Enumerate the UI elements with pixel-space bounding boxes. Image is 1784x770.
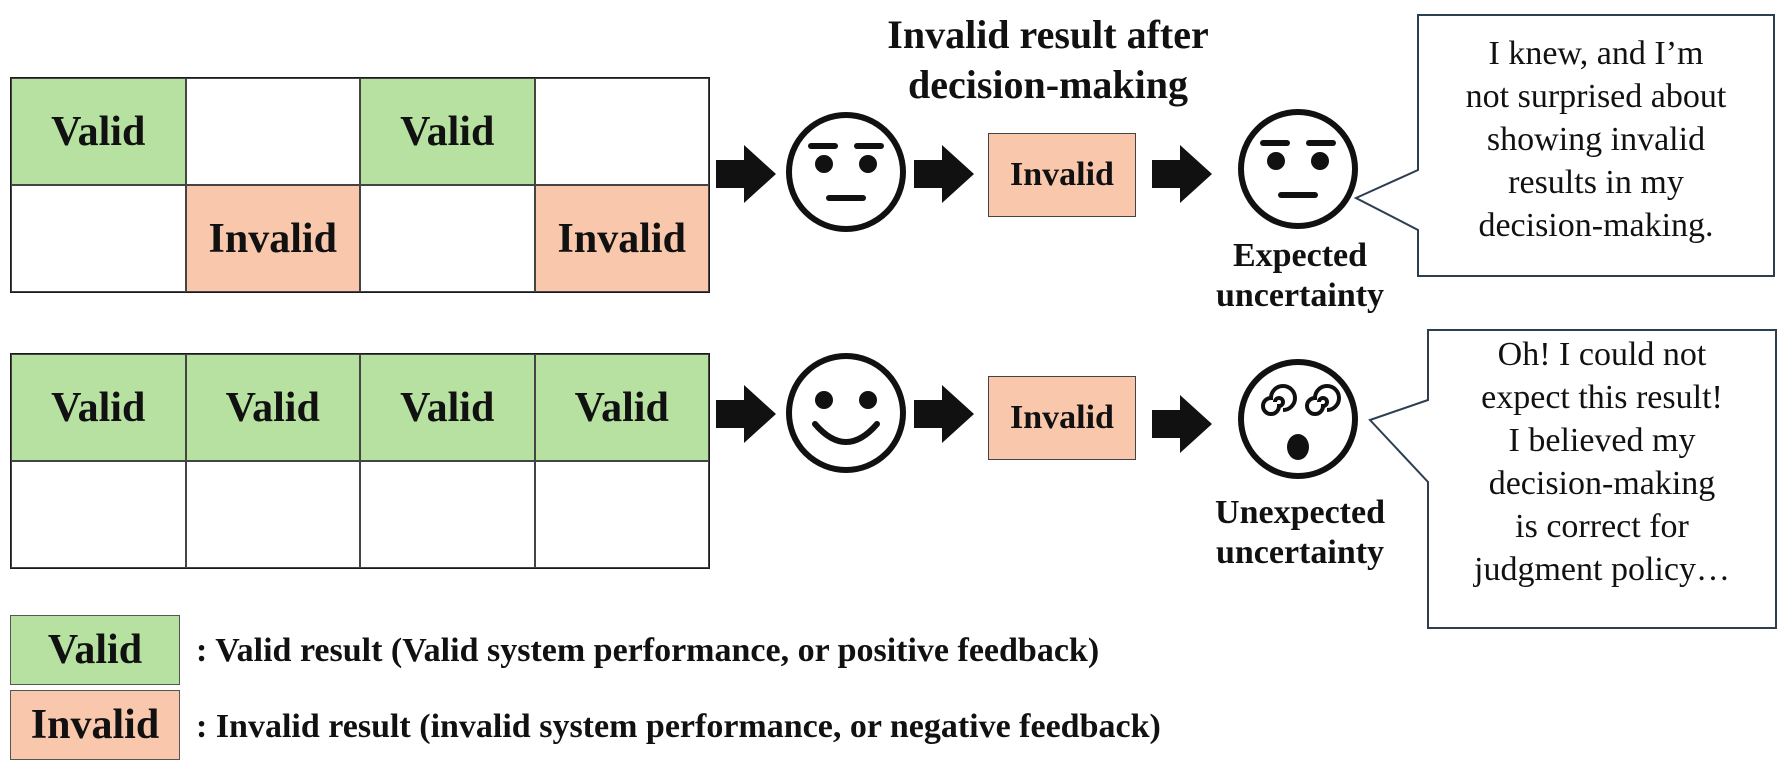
speech-bubble-top-text: I knew, and I’m not surprised about showin… <box>1420 32 1772 247</box>
result-invalid-box: Invalid <box>988 133 1136 217</box>
heading-text: Invalid result after decision-making <box>887 12 1209 107</box>
arrow-right-icon <box>1152 145 1212 203</box>
grid-cell-invalid: Invalid <box>534 185 709 292</box>
bubble-line: Oh! I could not <box>1497 336 1707 373</box>
bubble-line: expect this result! <box>1481 379 1723 416</box>
legend-valid-swatch: Valid <box>10 615 180 685</box>
neutral-face-icon <box>1238 109 1358 229</box>
grid-cell-valid: Valid <box>360 354 535 461</box>
result-invalid-box: Invalid <box>988 376 1136 460</box>
bubble-line: is correct for <box>1515 508 1689 545</box>
grid-cell-valid: Valid <box>11 354 186 461</box>
grid-cell-valid: Valid <box>360 78 535 185</box>
result-label: Invalid <box>1010 399 1114 436</box>
neutral-face-icon <box>786 112 906 232</box>
bubble-line: not surprised about <box>1465 78 1727 115</box>
grid-cell-valid: Valid <box>534 354 709 461</box>
speech-bubble-bottom-text: Oh! I could not expect this result! I beli… <box>1430 333 1774 591</box>
arrow-right-icon <box>1152 395 1212 453</box>
arrow-right-icon <box>716 385 776 443</box>
caption-text: Expected uncertainty <box>1215 237 1385 314</box>
legend-valid-label: Valid <box>47 627 143 673</box>
arrow-right-icon <box>716 145 776 203</box>
legend-invalid-label: Invalid <box>30 702 160 748</box>
speech-bubble-top <box>1353 14 1775 277</box>
caption-text: Unexpected uncertainty <box>1215 494 1385 571</box>
grid-cell-empty <box>11 185 186 292</box>
bubble-line: showing invalid <box>1486 121 1706 158</box>
grid-cell-valid: Valid <box>11 78 186 185</box>
grid-cell-invalid: Invalid <box>185 185 360 292</box>
speech-bubble-bottom <box>1368 329 1777 629</box>
legend-invalid-desc: : Invalid result (invalid system perform… <box>196 708 1161 745</box>
caption-unexpected: Unexpected uncertainty <box>1180 493 1420 573</box>
result-label: Invalid <box>1010 156 1114 193</box>
legend-valid-desc: : Valid result (Valid system performance… <box>196 632 1100 669</box>
arrow-right-icon <box>914 385 974 443</box>
grid-cell-empty <box>360 185 535 292</box>
dizzy-surprised-face-icon <box>1238 359 1358 479</box>
bubble-line: judgment policy… <box>1474 551 1730 588</box>
smiling-face-icon <box>786 353 906 473</box>
grid-cell-empty <box>185 461 360 568</box>
bubble-line: decision-making <box>1488 465 1716 502</box>
grid-cell-empty <box>185 78 360 185</box>
grid-cell-empty <box>11 461 186 568</box>
caption-expected: Expected uncertainty <box>1180 236 1420 316</box>
arrow-right-icon <box>914 145 974 203</box>
bubble-line: I knew, and I’m <box>1488 35 1704 72</box>
grid-cell-valid: Valid <box>185 354 360 461</box>
bubble-line: I believed my <box>1508 422 1696 459</box>
grid-cell-empty <box>534 78 709 185</box>
legend-invalid-swatch: Invalid <box>10 690 180 760</box>
heading: Invalid result after decision-making <box>848 10 1248 110</box>
bubble-line: decision-making. <box>1478 207 1714 244</box>
grid-cell-empty <box>534 461 709 568</box>
grid-cell-empty <box>360 461 535 568</box>
bubble-line: results in my <box>1508 164 1684 201</box>
